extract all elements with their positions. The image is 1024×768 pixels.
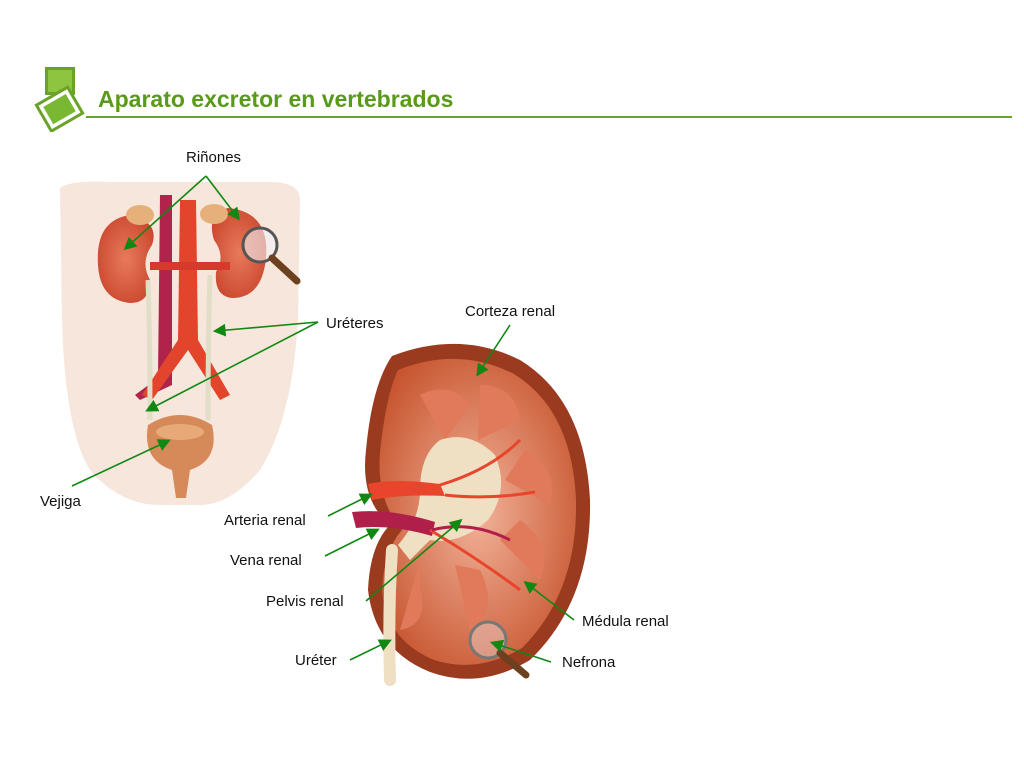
page-title: Aparato excretor en vertebrados xyxy=(98,86,454,112)
label-rinones: Riñones xyxy=(186,149,242,166)
left-kidney xyxy=(97,215,154,303)
magnifier-icon xyxy=(241,226,301,285)
label-arteria-renal: Arteria renal xyxy=(224,512,306,529)
label-vejiga: Vejiga xyxy=(40,493,81,510)
label-ureteres: Uréteres xyxy=(326,315,384,332)
label-corteza-renal: Corteza renal xyxy=(465,303,556,320)
torso-figure xyxy=(60,181,300,505)
kidney-section xyxy=(352,343,591,686)
label-medula-renal: Médula renal xyxy=(582,613,669,630)
label-pelvis-renal: Pelvis renal xyxy=(266,593,344,610)
label-ureter: Uréter xyxy=(295,652,337,669)
title-divider xyxy=(86,116,1012,118)
slide-logo xyxy=(34,65,85,132)
label-nefrona: Nefrona xyxy=(562,654,616,671)
label-vena-renal: Vena renal xyxy=(230,552,302,569)
annotation-arrows xyxy=(71,175,575,663)
